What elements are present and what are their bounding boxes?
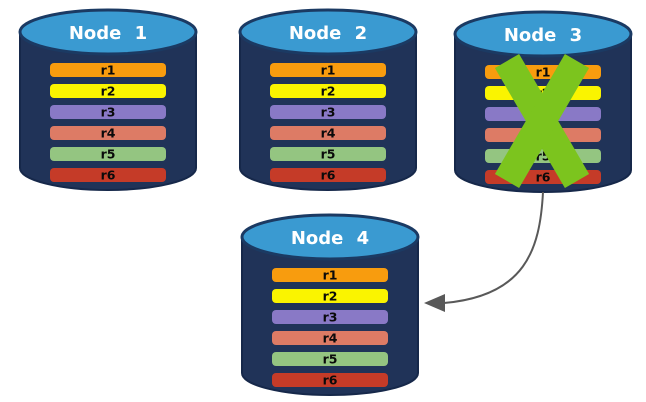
row-label: r2 <box>101 84 116 99</box>
row-bar <box>270 63 386 77</box>
row-label: r4 <box>101 126 116 141</box>
node-title: Node 2 <box>289 23 367 44</box>
row-label: r1 <box>323 268 338 283</box>
row-label: r5 <box>101 147 116 162</box>
row-bar <box>50 126 166 140</box>
row-bar <box>270 84 386 98</box>
cylinder-top <box>453 10 633 58</box>
failure-x-icon <box>494 53 590 189</box>
row-bar <box>272 310 388 324</box>
node-4: Node 4 r1 r2 r3 r4 r5 r6 <box>240 213 420 396</box>
row-bar <box>270 168 386 182</box>
row-label: r6 <box>321 168 336 183</box>
row-label: r3 <box>323 310 338 325</box>
row-list: r1 r2 r3 r4 r5 r6 <box>50 63 166 183</box>
arrow-curve <box>443 191 544 304</box>
row-bar <box>270 126 386 140</box>
row-bar <box>50 105 166 119</box>
row-label: r3 <box>101 105 116 120</box>
row-label: r4 <box>323 331 338 346</box>
row-label: r1 <box>321 63 336 78</box>
row-label: r6 <box>536 170 551 185</box>
row-label: r3 <box>321 105 336 120</box>
row-bar <box>50 147 166 161</box>
row-label: r2 <box>321 84 336 99</box>
row-bar <box>272 268 388 282</box>
arrow-head <box>424 294 445 312</box>
node-title: Node 1 <box>69 23 147 44</box>
node-3: Node 3 r1 r2 r3 r4 r5 r6 <box>453 10 633 193</box>
row-label: r1 <box>101 63 116 78</box>
row-bar <box>272 373 388 387</box>
row-label: r6 <box>101 168 116 183</box>
row-bar <box>272 352 388 366</box>
node-1: Node 1 r1 r2 r3 r4 r5 r6 <box>18 8 198 191</box>
row-bar <box>50 63 166 77</box>
row-bar <box>272 331 388 345</box>
cylinder-top <box>238 8 418 56</box>
row-bar <box>272 289 388 303</box>
row-bar <box>270 105 386 119</box>
row-list: r1 r2 r3 r4 r5 r6 <box>270 63 386 183</box>
cylinder-top <box>18 8 198 56</box>
row-bar <box>270 147 386 161</box>
row-label: r2 <box>323 289 338 304</box>
row-label: r1 <box>536 65 551 80</box>
node-title: Node 3 <box>504 25 582 46</box>
row-label: r6 <box>323 373 338 388</box>
row-label: r4 <box>321 126 336 141</box>
node-title: Node 4 <box>291 228 369 249</box>
row-label: r5 <box>323 352 338 367</box>
row-bar <box>50 168 166 182</box>
row-label: r5 <box>321 147 336 162</box>
cylinder-top <box>240 213 420 261</box>
x-stroke-right <box>494 53 590 189</box>
row-bar <box>50 84 166 98</box>
failover-arrow <box>424 191 544 312</box>
node-2: Node 2 r1 r2 r3 r4 r5 r6 <box>238 8 418 191</box>
row-list: r1 r2 r3 r4 r5 r6 <box>272 268 388 388</box>
